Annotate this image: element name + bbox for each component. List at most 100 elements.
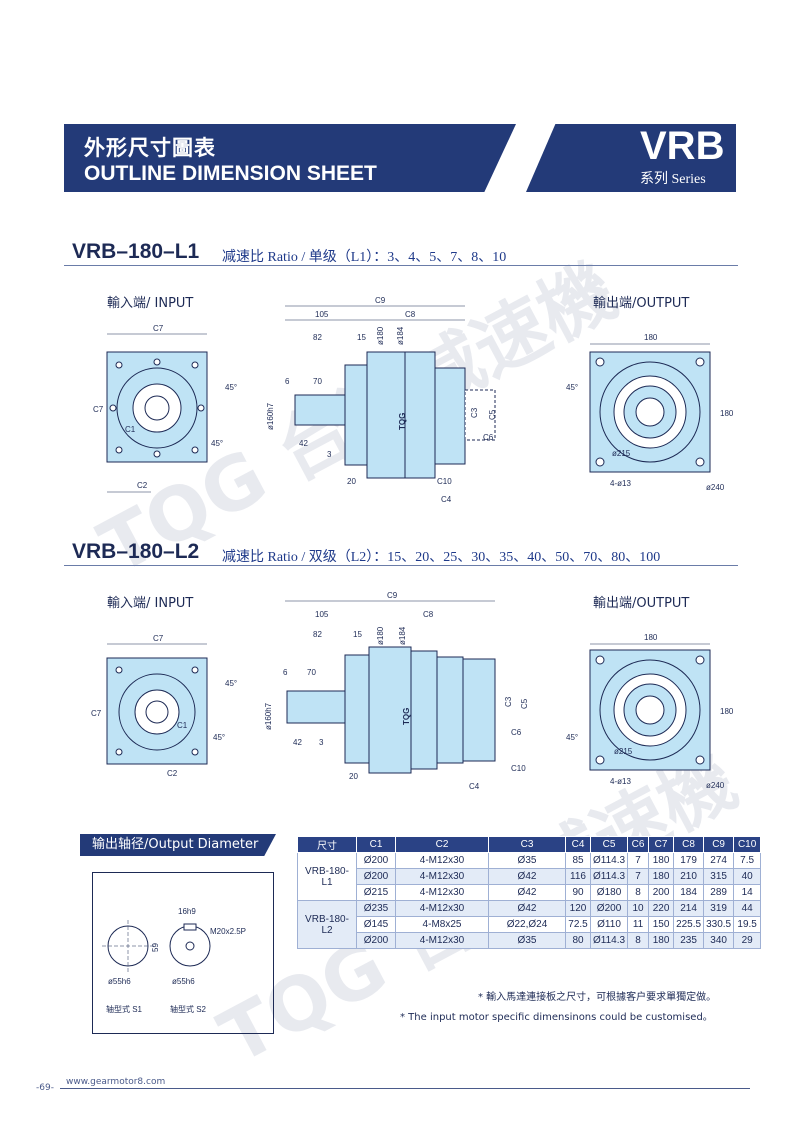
dim-82: 82 [313, 630, 322, 639]
dim-o180: 180 [644, 333, 658, 342]
dim-c2: C2 [167, 769, 178, 778]
dim-c8: C8 [405, 310, 416, 319]
dim-c10: C10 [511, 764, 526, 773]
dim-c6: C6 [511, 728, 522, 737]
l2-side-view: C9 105 C8 82 15 ø180 ø184 TQG 6 70 ø160h… [264, 591, 529, 791]
dim-o45: 45° [566, 733, 578, 742]
page-number: -69- [34, 1083, 56, 1093]
spec-table: 尺寸 C1 C2 C3 C4 C5 C6 C7 C8 C9 C10 VRB-18… [297, 836, 762, 949]
l1-side-view: C9 105 C8 82 15 ø180 ø184 TQG 6 70 ø160h… [266, 296, 497, 504]
dim-20: 20 [349, 772, 358, 781]
dim-15: 15 [357, 333, 366, 342]
dim-o180-side: 180 [720, 707, 734, 716]
keyway: 16h9 [178, 907, 196, 916]
thread: M20x2.5P [210, 927, 246, 936]
dim-c10: C10 [437, 477, 452, 486]
output-view-label: 輸出端/OUTPUT [593, 596, 690, 611]
input-view-label: 輸入端/ INPUT [107, 596, 194, 611]
section-l1-ratio: 减速比 Ratio / 单级（L1）：3、4、5、7、8、10 [222, 250, 507, 265]
dim-105: 105 [315, 610, 329, 619]
series-banner [526, 124, 736, 192]
dim-180: ø180 [376, 326, 385, 345]
table-header: 尺寸 [297, 836, 357, 853]
height: 59 [151, 943, 160, 952]
note-cn: * 輸入馬達連接板之尺寸，可根據客户要求單獨定做。 [478, 992, 717, 1003]
dim-70: 70 [307, 668, 316, 677]
table-header: C4 [565, 836, 591, 853]
l2-output-view: 180 180 45° ø215 4-ø13 ø240 [566, 633, 734, 790]
dim-o240: ø240 [706, 483, 725, 492]
dim-o215: ø215 [614, 747, 633, 756]
dim-c9: C9 [375, 296, 386, 305]
dim-6: 6 [285, 377, 290, 386]
s2-label: 轴型式 S2 [170, 1004, 207, 1014]
table-header: C10 [733, 836, 762, 853]
l2-input-view: C7 C7 C1 45° 45° C2 [91, 634, 237, 778]
dim-c9: C9 [387, 591, 398, 600]
title-en: OUTLINE DIMENSION SHEET [84, 162, 377, 185]
output-diameter-box [92, 872, 274, 1034]
series-code: VRB [640, 124, 725, 168]
dim-45: 45° [225, 679, 237, 688]
dim-3: 3 [319, 738, 324, 747]
dim-c3: C3 [470, 407, 479, 418]
s2-dim: ø55h6 [172, 977, 195, 986]
dim-c7: C7 [153, 324, 164, 333]
l1-output-view: 180 180 45° ø215 4-ø13 ø240 [566, 333, 734, 492]
brand-logo: TQG [402, 708, 411, 725]
dim-o180-side: 180 [720, 409, 734, 418]
output-view-label: 輸出端/OUTPUT [593, 296, 690, 311]
dim-45b: 45° [211, 439, 223, 448]
s1-dim: ø55h6 [108, 977, 131, 986]
table-header: C1 [356, 836, 396, 853]
dim-42: 42 [293, 738, 302, 747]
dim-c7: C7 [153, 634, 164, 643]
dim-184: ø184 [396, 326, 405, 345]
dim-c5: C5 [520, 698, 529, 709]
dim-20: 20 [347, 477, 356, 486]
table-header: C8 [673, 836, 705, 853]
dim-70: 70 [313, 377, 322, 386]
dim-c4: C4 [469, 782, 480, 791]
output-diameter-tag: 输出轴径/Output Diameter [80, 834, 276, 856]
section-l2-title: VRB–180–L2 [72, 540, 200, 563]
series-label: 系列 Series [640, 172, 706, 187]
dim-45: 45° [225, 383, 237, 392]
l1-input-view: C7 C7 C1 45° 45° C2 [93, 324, 237, 493]
table-header: C7 [648, 836, 675, 853]
dim-c3: C3 [504, 696, 513, 707]
dim-o13: 4-ø13 [610, 479, 631, 488]
dim-o45: 45° [566, 383, 578, 392]
section-divider [64, 565, 738, 566]
section-l2-ratio: 减速比 Ratio / 双级（L2）：15、20、25、30、35、40、50、… [222, 550, 661, 565]
model-cell: VRB-180-L1 [297, 852, 357, 901]
section-l1-title: VRB–180–L1 [72, 240, 200, 263]
dim-c2: C2 [137, 481, 148, 490]
table-header-row: 尺寸 C1 C2 C3 C4 C5 C6 C7 C8 C9 C10 [297, 836, 762, 853]
dim-45b: 45° [213, 733, 225, 742]
dim-3: 3 [327, 450, 332, 459]
dim-c6: C6 [483, 433, 494, 442]
dim-o180: 180 [644, 633, 658, 642]
dim-42: 42 [299, 439, 308, 448]
table-header: C2 [395, 836, 489, 853]
dim-o240: ø240 [706, 781, 725, 790]
dim-160: ø160h7 [266, 402, 275, 430]
dim-15: 15 [353, 630, 362, 639]
table-header: C3 [488, 836, 566, 853]
table-header: C6 [627, 836, 650, 853]
brand-logo: TQG [398, 413, 407, 430]
dim-160: ø160h7 [264, 702, 273, 730]
table-header: C5 [589, 836, 629, 853]
title-banner [64, 124, 516, 192]
dim-c1: C1 [125, 425, 136, 434]
model-cell: VRB-180-L2 [297, 900, 357, 949]
note-en: * The input motor specific dimensinons c… [400, 1012, 713, 1023]
output-diameter-drawing: ø55h6 16h9 M20x2.5P 59 ø55h6 轴型式 S1 轴型式 … [102, 907, 246, 1014]
table-header: C9 [703, 836, 735, 853]
dim-o13: 4-ø13 [610, 777, 631, 786]
dim-105: 105 [315, 310, 329, 319]
footer-url: www.gearmotor8.com [66, 1077, 166, 1087]
